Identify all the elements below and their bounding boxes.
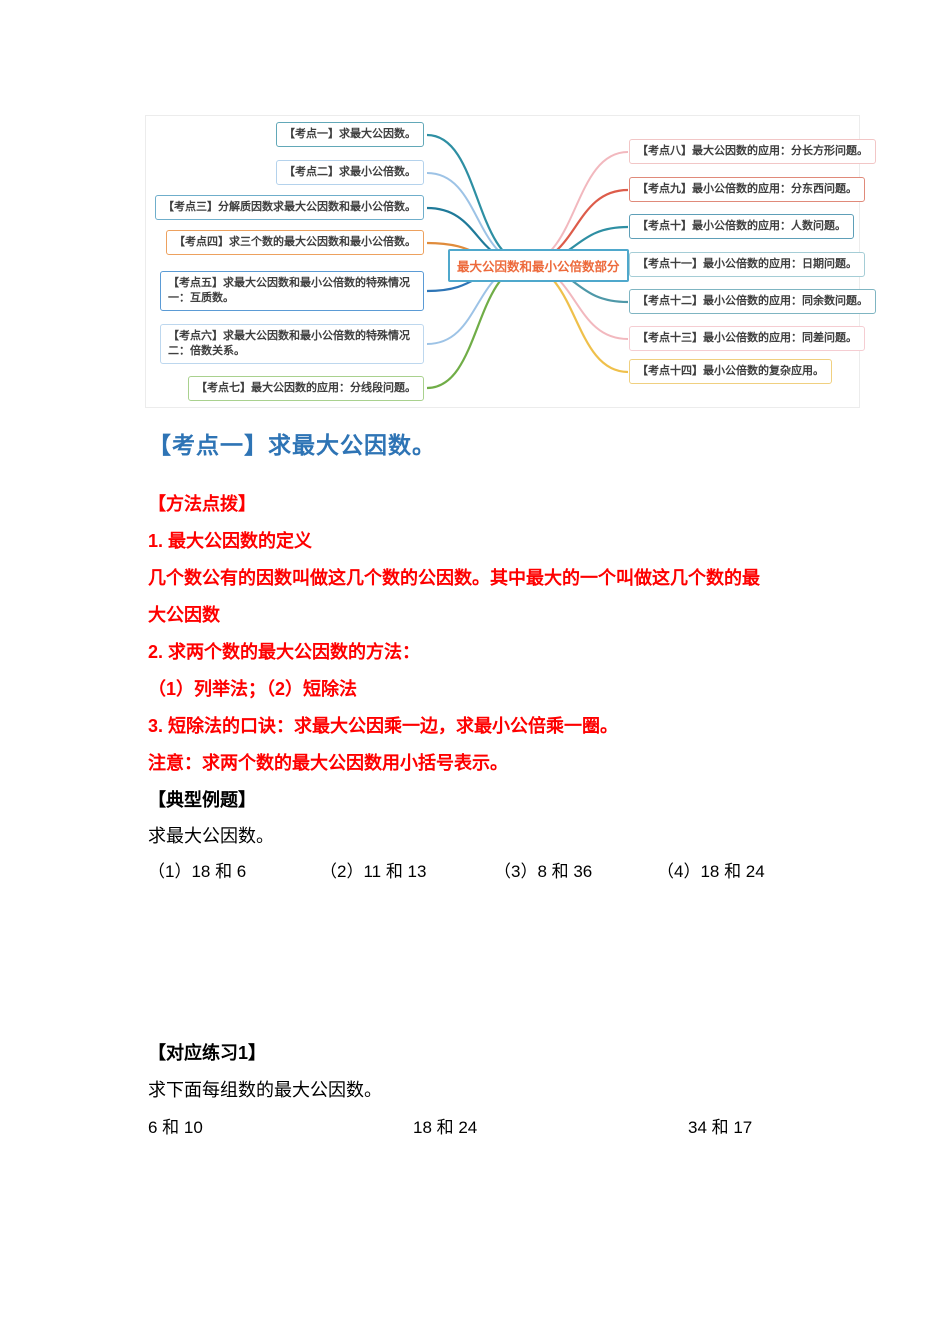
mindmap-node-kaodian-14: 【考点十四】最小公倍数的复杂应用。 <box>629 359 832 384</box>
mindmap-node-kaodian-11: 【考点十一】最小公倍数的应用：日期问题。 <box>629 252 865 277</box>
mindmap-node-kaodian-3: 【考点三】分解质因数求最大公因数和最小公倍数。 <box>155 195 424 220</box>
mindmap-node-kaodian-8: 【考点八】最大公因数的应用：分长方形问题。 <box>629 139 876 164</box>
method-line-4: 2. 求两个数的最大公因数的方法： <box>148 642 421 662</box>
section-heading: 【考点一】求最大公因数。 <box>148 432 436 458</box>
practice-item-1: 6 和 10 <box>148 1118 203 1137</box>
example-item-1: （1）18 和 6 <box>148 862 247 881</box>
document-body: 【考点一】求最大公因数。 【方法点拨】 1. 最大公因数的定义 几个数公有的因数… <box>148 430 828 1146</box>
mindmap-node-kaodian-12: 【考点十二】最小公倍数的应用：同余数问题。 <box>629 289 876 314</box>
mindmap-node-kaodian-1: 【考点一】求最大公因数。 <box>276 122 424 147</box>
mindmap-node-kaodian-9: 【考点九】最小公倍数的应用：分东西问题。 <box>629 177 865 202</box>
branch-line-8 <box>525 151 629 265</box>
practice-title: 【对应练习1】 <box>148 1043 267 1063</box>
mindmap-node-kaodian-4: 【考点四】求三个数的最大公因数和最小公倍数。 <box>166 230 424 255</box>
example-title: 【典型例题】 <box>148 790 256 810</box>
mindmap-node-kaodian-7: 【考点七】最大公因数的应用：分线段问题。 <box>188 376 424 401</box>
mindmap-node-kaodian-10: 【考点十】最小公倍数的应用：人数问题。 <box>629 214 854 239</box>
branch-line-7 <box>426 262 527 390</box>
example-item-3: （3）8 和 36 <box>494 862 593 881</box>
mindmap-image: 【考点一】求最大公因数。 【考点二】求最小公倍数。 【考点三】分解质因数求最大公… <box>145 115 876 408</box>
mindmap-center-node: 最大公因数和最小公倍数部分 <box>448 249 629 282</box>
example-items-row: （1）18 和 6 （2）11 和 13 （3）8 和 36 （4）18 和 2… <box>148 854 828 890</box>
practice-item-2: 18 和 24 <box>413 1118 478 1137</box>
practice-item-3: 34 和 17 <box>688 1118 753 1137</box>
method-line-6: 3. 短除法的口诀：求最大公因乘一边，求最小公倍乘一圈。 <box>148 716 619 736</box>
mindmap-node-kaodian-5: 【考点五】求最大公因数和最小公倍数的特殊情况一：互质数。 <box>160 271 424 311</box>
method-line-1: 1. 最大公因数的定义 <box>148 531 313 551</box>
mindmap-node-kaodian-6: 【考点六】求最大公因数和最小公倍数的特殊情况二：倍数关系。 <box>160 324 424 364</box>
mindmap-node-kaodian-13: 【考点十三】最小公倍数的应用：同差问题。 <box>629 326 865 351</box>
example-item-4: （4）18 和 24 <box>657 862 765 881</box>
practice-prompt: 求下面每组数的最大公因数。 <box>148 1080 382 1100</box>
mindmap-node-kaodian-2: 【考点二】求最小公倍数。 <box>276 160 424 185</box>
method-line-5: （1）列举法；（2）短除法 <box>148 679 358 699</box>
method-title: 【方法点拨】 <box>148 494 256 514</box>
practice-items-row: 6 和 10 18 和 24 34 和 17 <box>148 1109 828 1146</box>
method-line-3: 大公因数 <box>148 605 220 625</box>
method-line-2: 几个数公有的因数叫做这几个数的公因数。其中最大的一个叫做这几个数的最 <box>148 568 760 588</box>
method-line-7: 注意：求两个数的最大公因数用小括号表示。 <box>148 753 508 773</box>
example-prompt: 求最大公因数。 <box>148 826 274 846</box>
work-space <box>148 890 828 1035</box>
example-item-2: （2）11 和 13 <box>320 862 427 881</box>
